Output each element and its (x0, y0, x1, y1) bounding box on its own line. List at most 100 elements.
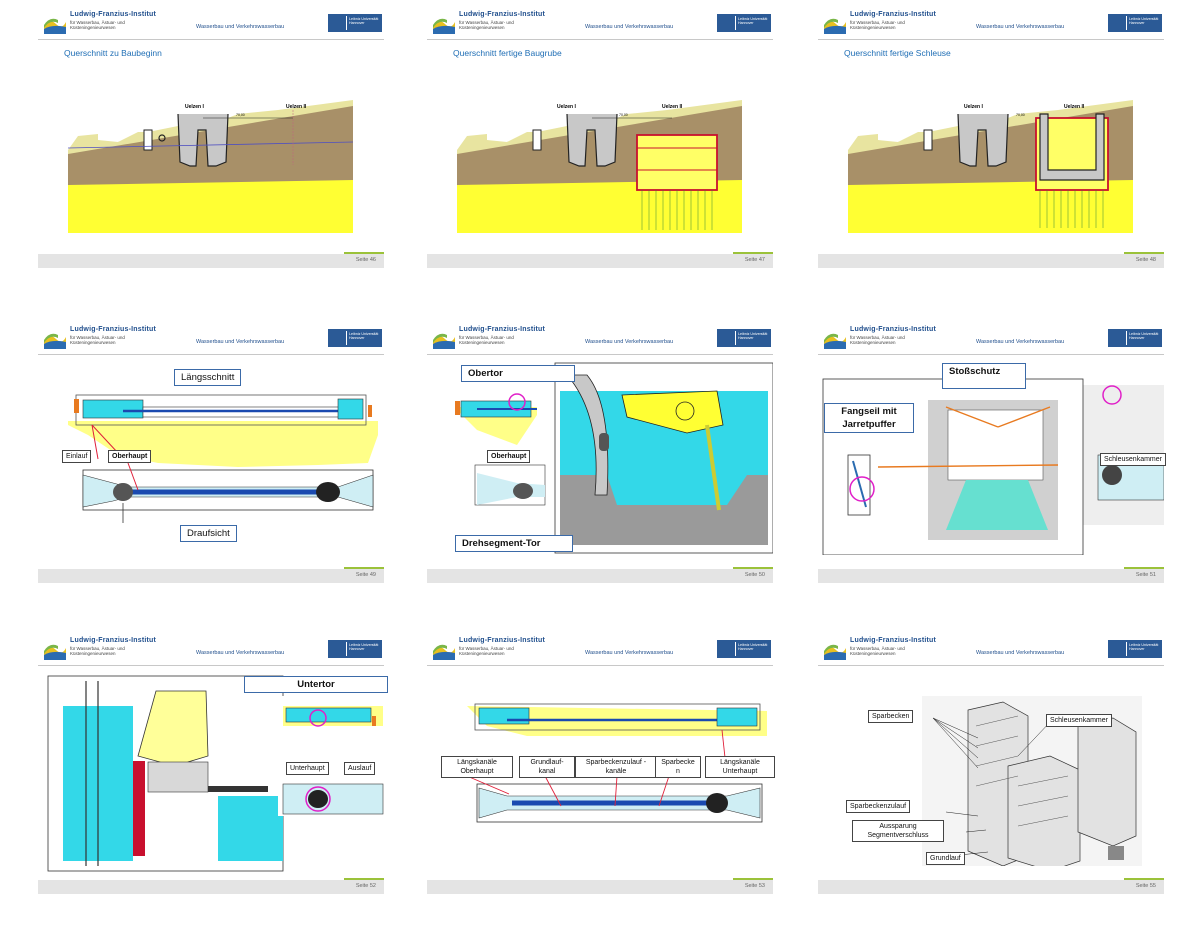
institute-subtitle: für Wasserbau, Ästuar- und Küsteningenie… (850, 335, 905, 345)
luh-logo: Leibniz Universität Hannover (328, 640, 382, 658)
label-grundlaufkanal: Grundlauf-kanal (519, 756, 575, 778)
stossschutz-diagram (822, 378, 1164, 555)
institute-name: Ludwig-Franzius-Institut (459, 637, 546, 644)
lfi-logo-icon (824, 333, 846, 349)
label-draufsicht: Draufsicht (180, 525, 237, 542)
department-name: Wasserbau und Verkehrswasserbau (976, 650, 1065, 656)
label-sparbecken: Sparbecke n (655, 756, 701, 778)
department-name: Wasserbau und Verkehrswasserbau (976, 339, 1065, 345)
slide-header: Ludwig-Franzius-Institut für Wasserbau, … (818, 325, 1164, 355)
label-dimension: 70,00 (236, 113, 245, 117)
label-grundlauf: Grundlauf (926, 852, 965, 865)
page-number: Seite 51 (1135, 572, 1156, 578)
label-uelzen-2: Uelzen II (662, 104, 683, 110)
label-oberhaupt: Oberhaupt (487, 450, 531, 463)
slide-footer: Seite 46 (38, 252, 384, 268)
slide-title: Querschnitt zu Baubeginn (64, 48, 162, 58)
luh-logo: Leibniz Universität Hannover (717, 329, 771, 347)
page-number: Seite 53 (744, 883, 765, 889)
slide-49[interactable]: Ludwig-Franzius-Institut für Wasserbau, … (38, 325, 384, 583)
label-stossschutz: Stoßschutz (942, 363, 1026, 389)
institute-name: Ludwig-Franzius-Institut (850, 637, 937, 644)
slide-51[interactable]: Ludwig-Franzius-Institut für Wasserbau, … (818, 325, 1166, 583)
isometric-lock-diagram (922, 696, 1142, 866)
institute-subtitle: für Wasserbau, Ästuar- und Küsteningenie… (459, 335, 514, 345)
label-fangseil: Fangseil mit Jarretpuffer (824, 403, 914, 433)
label-uelzen-1: Uelzen I (557, 104, 577, 110)
lfi-logo-icon (44, 18, 66, 34)
label-untertor: Untertor (244, 676, 388, 693)
label-uelzen-1: Uelzen I (964, 104, 984, 110)
department-name: Wasserbau und Verkehrswasserbau (196, 650, 285, 656)
label-laengskanaele-oberhaupt: Längskanäle Oberhaupt (441, 756, 513, 778)
institute-subtitle: für Wasserbau, Ästuar- und Küsteningenie… (459, 20, 514, 30)
institute-subtitle: für Wasserbau, Ästuar- und Küsteningenie… (70, 646, 125, 656)
lfi-logo-icon (44, 644, 66, 660)
lfi-logo-icon (433, 644, 455, 660)
label-einlauf: Einlauf (62, 450, 92, 463)
lfi-logo-icon (433, 333, 455, 349)
slide-47[interactable]: Ludwig-Franzius-Institut für Wasserbau, … (427, 10, 773, 268)
slide-52[interactable]: Ludwig-Franzius-Institut für Wasserbau, … (38, 636, 388, 894)
slide-footer: Seite 53 (427, 878, 773, 894)
label-dimension: 70,00 (619, 113, 628, 117)
label-sparbeckenzulauf: Sparbeckenzulauf (846, 800, 911, 813)
slide-header: Ludwig-Franzius-Institut für Wasserbau, … (38, 636, 384, 666)
page-number: Seite 49 (355, 572, 376, 578)
slide-50[interactable]: Ludwig-Franzius-Institut für Wasserbau, … (427, 325, 773, 583)
slide-footer: Seite 48 (818, 252, 1164, 268)
department-name: Wasserbau und Verkehrswasserbau (585, 339, 674, 345)
institute-name: Ludwig-Franzius-Institut (459, 326, 546, 333)
slide-header: Ludwig-Franzius-Institut für Wasserbau, … (818, 636, 1164, 666)
institute-name: Ludwig-Franzius-Institut (70, 637, 157, 644)
institute-name: Ludwig-Franzius-Institut (70, 11, 157, 18)
page-number: Seite 46 (355, 257, 376, 263)
slide-header: Ludwig-Franzius-Institut für Wasserbau, … (427, 10, 773, 40)
label-uelzen-1: Uelzen I (185, 104, 205, 110)
label-drehsegment-tor: Drehsegment-Tor (455, 535, 573, 552)
untertor-diagram (47, 675, 384, 872)
page-number: Seite 55 (1135, 883, 1156, 889)
institute-name: Ludwig-Franzius-Institut (850, 326, 937, 333)
institute-name: Ludwig-Franzius-Institut (850, 11, 937, 18)
luh-logo: Leibniz Universität Hannover (717, 14, 771, 32)
slide-55[interactable]: Ludwig-Franzius-Institut für Wasserbau, … (818, 636, 1164, 894)
page-number: Seite 50 (744, 572, 765, 578)
luh-logo: Leibniz Universität Hannover (1108, 640, 1162, 658)
label-schleusenkammer: Schleusenkammer (1100, 453, 1166, 466)
slide-footer: Seite 50 (427, 567, 773, 583)
slide-header: Ludwig-Franzius-Institut für Wasserbau, … (427, 325, 773, 355)
slide-footer: Seite 52 (38, 878, 384, 894)
label-auslauf: Auslauf (344, 762, 376, 775)
channels-diagram (466, 703, 767, 823)
department-name: Wasserbau und Verkehrswasserbau (585, 24, 674, 30)
label-aussparung-segmentverschluss: Aussparung Segmentverschluss (852, 820, 944, 842)
luh-logo: Leibniz Universität Hannover (328, 329, 382, 347)
slide-48[interactable]: Ludwig-Franzius-Institut für Wasserbau, … (818, 10, 1164, 268)
lfi-logo-icon (433, 18, 455, 34)
department-name: Wasserbau und Verkehrswasserbau (196, 339, 285, 345)
slide-header: Ludwig-Franzius-Institut für Wasserbau, … (818, 10, 1164, 40)
institute-subtitle: für Wasserbau, Ästuar- und Küsteningenie… (850, 20, 905, 30)
label-schleusenkammer: Schleusenkammer (1046, 714, 1112, 727)
luh-logo: Leibniz Universität Hannover (1108, 329, 1162, 347)
institute-subtitle: für Wasserbau, Ästuar- und Küsteningenie… (459, 646, 514, 656)
label-laengsschnitt: Längsschnitt (174, 369, 242, 386)
department-name: Wasserbau und Verkehrswasserbau (585, 650, 674, 656)
label-obertor: Obertor (461, 365, 575, 382)
slide-footer: Seite 55 (818, 878, 1164, 894)
label-unterhaupt: Unterhaupt (286, 762, 329, 775)
slide-title: Querschnitt fertige Baugrube (453, 48, 562, 58)
cross-section-diagram: Uelzen I Uelzen II 70,00 (848, 100, 1133, 233)
label-sparbecken: Sparbecken (868, 710, 914, 723)
page-number: Seite 47 (744, 257, 765, 263)
slide-53[interactable]: Ludwig-Franzius-Institut für Wasserbau, … (427, 636, 775, 894)
label-dimension: 70,00 (1016, 113, 1025, 117)
department-name: Wasserbau und Verkehrswasserbau (196, 24, 285, 30)
label-sparbeckenzulaufkanaele: Sparbeckenzulauf -kanäle (575, 756, 657, 778)
slide-46[interactable]: Ludwig-Franzius-Institut für Wasserbau, … (38, 10, 384, 268)
luh-logo: Leibniz Universität Hannover (328, 14, 382, 32)
institute-subtitle: für Wasserbau, Ästuar- und Küsteningenie… (850, 646, 905, 656)
slide-title: Querschnitt fertige Schleuse (844, 48, 951, 58)
slide-footer: Seite 47 (427, 252, 773, 268)
